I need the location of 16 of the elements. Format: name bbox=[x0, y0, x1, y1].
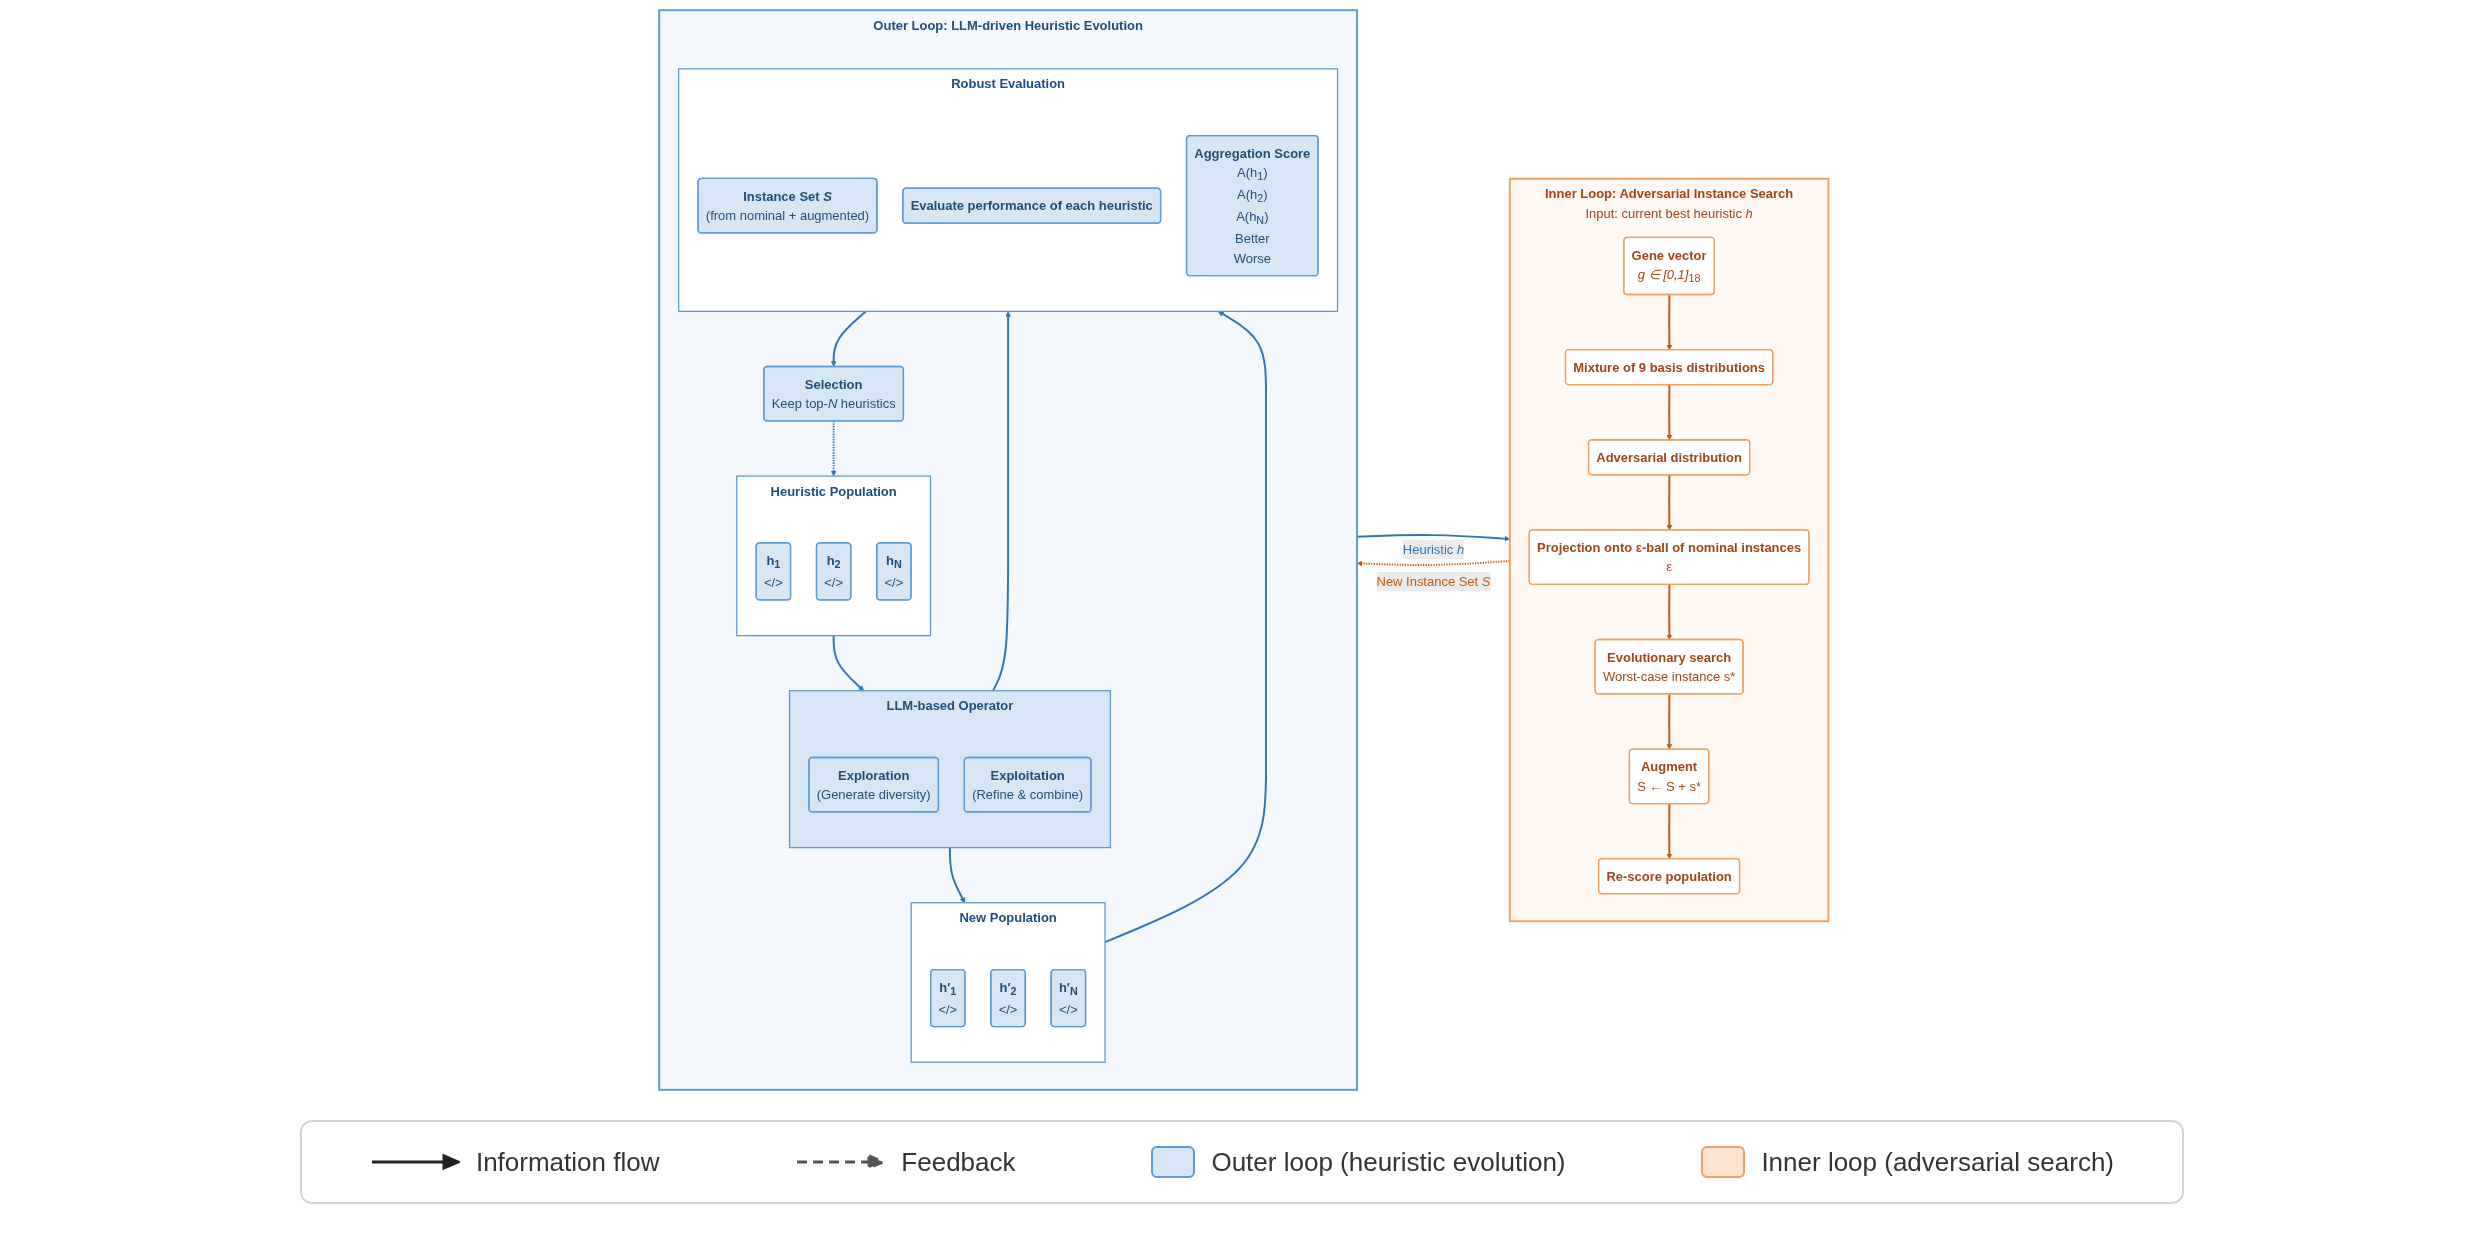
arrow bbox=[831, 310, 868, 367]
arrow bbox=[832, 634, 865, 691]
legend-label: Outer loop (heuristic evolution) bbox=[1211, 1146, 1566, 1178]
arrow bbox=[1666, 384, 1673, 441]
arrow bbox=[1666, 802, 1673, 860]
arrow bbox=[1666, 583, 1673, 641]
legend-label: Feedback bbox=[901, 1146, 1016, 1178]
arrow bbox=[1666, 293, 1673, 351]
legend-label: Inner loop (adversarial search) bbox=[1761, 1146, 2114, 1178]
edge-label: Heuristic h bbox=[1403, 542, 1465, 557]
arrow bbox=[1666, 693, 1673, 750]
edge-label: New Instance Set S bbox=[1376, 574, 1491, 589]
arrow bbox=[992, 311, 1012, 692]
arrow bbox=[949, 846, 966, 903]
legend-label: Information flow bbox=[475, 1146, 660, 1178]
arrow bbox=[1666, 474, 1673, 531]
